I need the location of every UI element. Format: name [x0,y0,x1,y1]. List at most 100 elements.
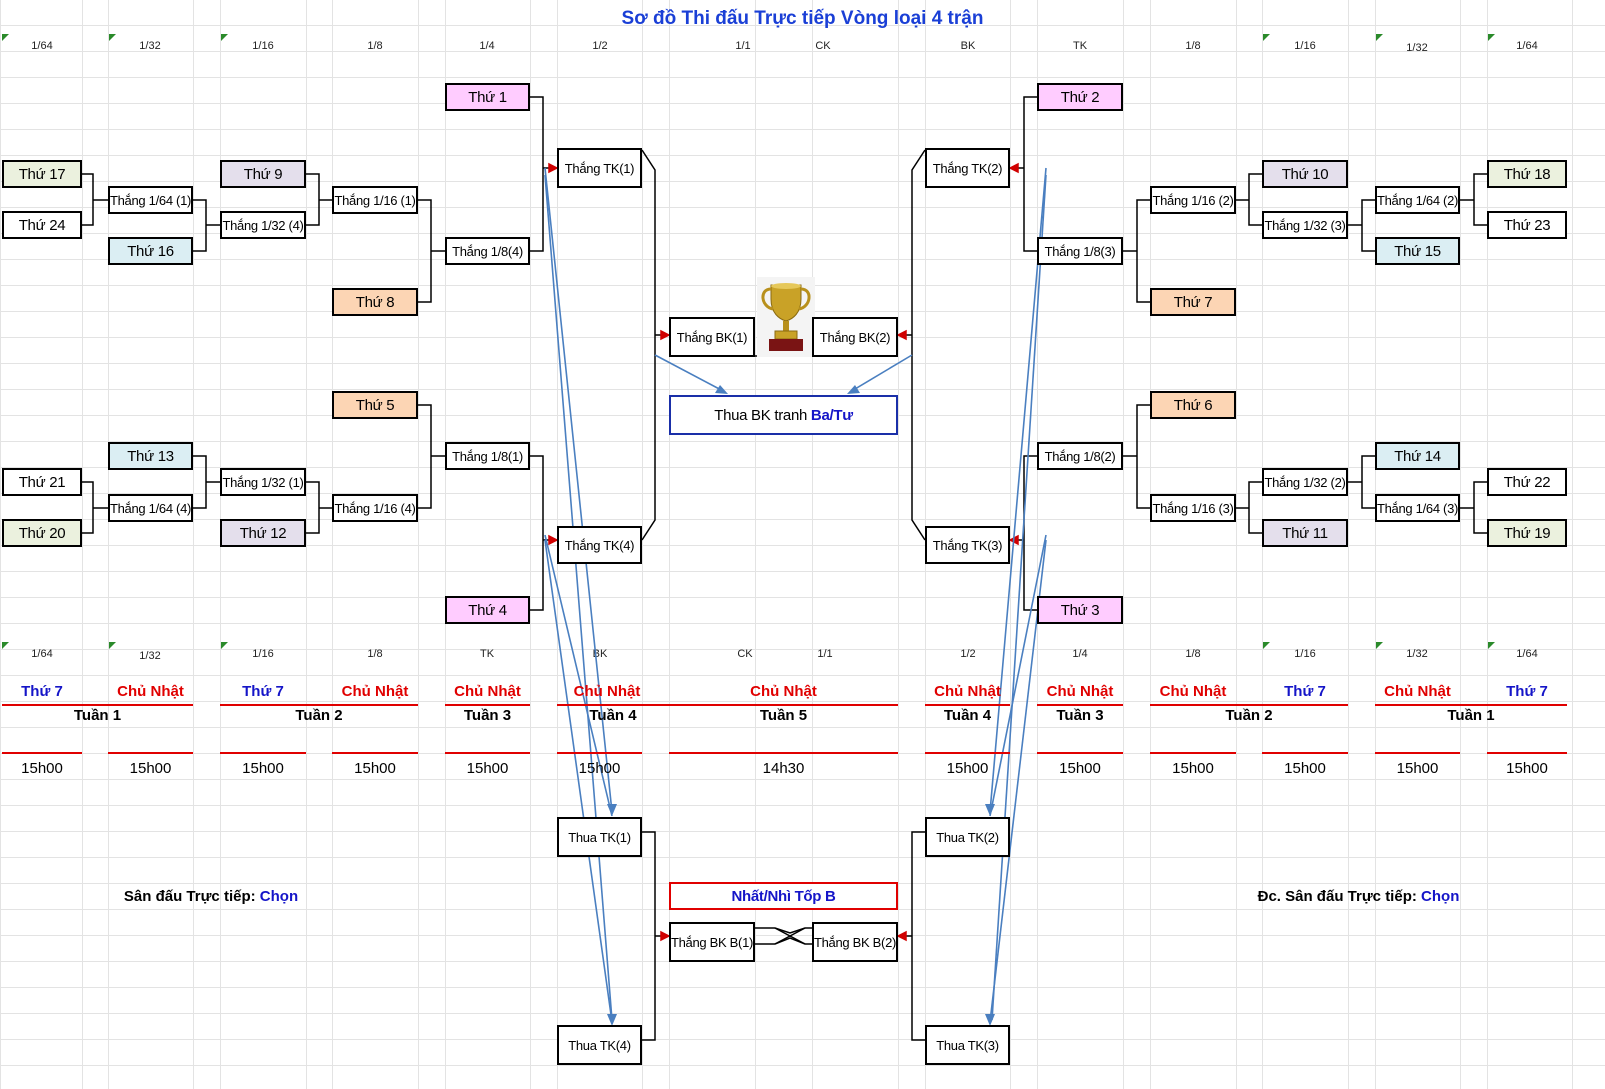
time-label: 15h00 [354,760,396,777]
match-box: Thắng 1/32 (3) [1262,211,1348,239]
seed-box: Thứ 19 [1487,519,1567,547]
seed-box: Thứ 15 [1375,237,1460,265]
time-label: 15h00 [1396,760,1439,777]
cell-marker-icon [1263,34,1270,41]
seed-box: Thứ 22 [1487,468,1567,496]
divider [1150,752,1236,754]
seed-box: Thứ 17 [2,160,82,188]
seed-box: Thứ 20 [2,519,82,547]
week-label: Tuần 2 [1225,707,1273,724]
round-label: 1/32 [139,650,161,662]
match-box: Thắng 1/8(3) [1037,237,1123,265]
time-label: 15h00 [1059,760,1101,777]
cell-marker-icon [221,34,228,41]
day-label: Chủ Nhật [573,683,641,700]
match-box: Thắng 1/16 (4) [332,494,418,522]
day-label: Chủ Nhật [454,683,521,700]
seed-box: Thứ 3 [1037,596,1123,624]
week-label: Tuần 1 [73,707,122,724]
time-label: 15h00 [1506,760,1548,777]
time-label: 15h00 [946,760,989,777]
round-label: 1/16 [1294,40,1316,52]
match-box: Thắng 1/64 (4) [108,494,193,522]
group-b-box: Nhất/Nhì Tốp B [669,882,898,910]
round-label: CK [815,40,831,52]
venue-left-label: Sân đấu Trực tiếp: [123,888,260,905]
trophy-icon [757,277,815,357]
cell-marker-icon [221,642,228,649]
divider [2,752,82,754]
seed-box: Thứ 8 [332,288,418,316]
day-label: Thứ 7 [242,683,284,700]
day-label: Chủ Nhật [117,683,184,700]
match-box: Thua TK(2) [925,817,1010,857]
seed-box: Thứ 11 [1262,519,1348,547]
round-label: 1/4 [479,40,495,52]
cell-marker-icon [1263,642,1270,649]
seed-box: Thứ 1 [445,83,530,111]
round-label: 1/32 [139,40,161,52]
cell-marker-icon [2,642,9,649]
divider [332,752,418,754]
seed-box: Thứ 4 [445,596,530,624]
round-label: 1/8 [367,648,383,660]
match-box: Thắng 1/8(4) [445,237,530,265]
divider [2,704,193,706]
divider [1150,704,1348,706]
round-label: 1/64 [31,648,53,660]
match-box: Thắng TK(3) [925,526,1010,564]
match-box: Thắng 1/8(2) [1037,442,1123,470]
seed-box: Thứ 2 [1037,83,1123,111]
seed-box: Thứ 21 [2,468,82,496]
round-label: 1/16 [252,648,274,660]
seed-box: Thứ 6 [1150,391,1236,419]
time-label: 15h00 [466,760,509,777]
match-box: Thắng 1/16 (2) [1150,186,1236,214]
match-box: Thua TK(4) [557,1025,642,1065]
round-label: 1/4 [1072,648,1088,660]
seed-box: Thứ 23 [1487,211,1567,239]
week-label: Tuần 4 [589,707,637,724]
time-label: 15h00 [242,760,284,777]
match-box: Thắng BK B(1) [669,922,755,962]
match-box: Thua TK(1) [557,817,642,857]
time-label: 15h00 [1172,760,1214,777]
match-box: Thắng TK(2) [925,148,1010,188]
day-label: Chủ Nhật [1159,683,1227,700]
round-label: 1/1 [735,40,751,52]
round-label: BK [960,40,976,52]
seed-box: Thứ 16 [108,237,193,265]
match-box: Thắng 1/64 (3) [1375,494,1460,522]
week-label: Tuần 4 [943,707,992,724]
round-label: 1/2 [592,40,608,52]
round-label: 1/8 [1185,40,1201,52]
third-place-highlight: Ba/Tư [810,406,853,424]
divider [557,704,669,706]
seed-box: Thứ 10 [1262,160,1348,188]
round-label: 1/64 [1516,40,1538,52]
divider [1375,704,1567,706]
third-place-box: Thua BK tranh Ba/Tư [669,395,898,435]
day-label: Chủ Nhật [1384,683,1451,700]
venue-right: Đc. Sân đấu Trực tiếp: Chọn [1150,888,1567,905]
venue-right-label: Đc. Sân đấu Trực tiếp: [1257,888,1422,905]
round-label: 1/16 [252,40,274,52]
match-box: Thắng 1/32 (4) [220,211,306,239]
time-label: 15h00 [578,760,621,777]
seed-box: Thứ 12 [220,519,306,547]
week-label: Tuần 3 [1056,707,1104,724]
week-label: Tuần 1 [1447,707,1495,724]
cell-marker-icon [109,34,116,41]
page-title: Sơ đồ Thi đấu Trực tiếp Vòng loại 4 trận [621,8,984,29]
match-box: Thắng TK(4) [557,526,642,564]
divider [445,704,530,706]
day-label: Thứ 7 [1506,683,1548,700]
venue-right-select[interactable]: Chọn [1421,888,1460,905]
venue-left-select[interactable]: Chọn [259,888,299,905]
time-label: 14h30 [762,760,805,777]
divider [925,752,1010,754]
seed-box: Thứ 18 [1487,160,1567,188]
round-label: TK [479,648,495,660]
round-label: 1/16 [1294,648,1316,660]
round-label: 1/32 [1406,42,1428,54]
